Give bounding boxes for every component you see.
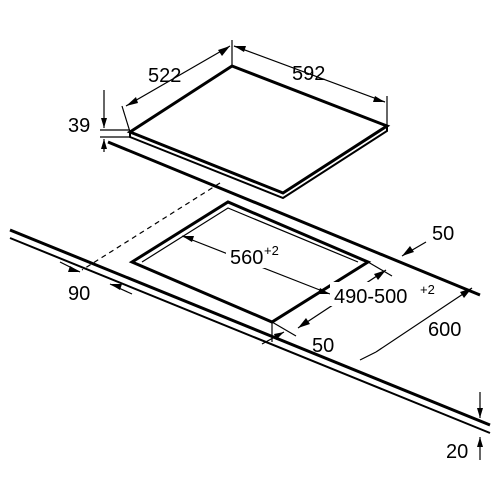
arrowhead — [373, 96, 385, 102]
worktop-front-bottom-edge — [9, 237, 491, 434]
front-edge-distance-label: 90 — [68, 283, 90, 305]
cutout-depth-tolerance: +2 — [420, 282, 435, 297]
arrowhead — [318, 288, 330, 294]
worktop-front-top-edge — [9, 228, 491, 427]
cutout-width-label: 560 — [230, 247, 263, 269]
hob-depth-label: 522 — [148, 65, 181, 87]
dim-cutout-width: 560 +2 — [181, 235, 331, 295]
arrowhead — [110, 284, 122, 290]
dim-worktop-depth: 600 — [359, 287, 473, 361]
dim-cutout-depth: 490-500 +2 — [271, 261, 442, 337]
hob-front-edge — [129, 136, 284, 199]
arrowhead — [477, 437, 483, 447]
arrowhead — [274, 332, 284, 340]
front-clearance-label: 50 — [312, 335, 334, 357]
projection-line — [81, 182, 221, 271]
arrowhead — [101, 139, 107, 149]
label-background — [330, 282, 442, 306]
worktop-back-edge — [107, 140, 481, 297]
rear-clearance-label: 50 — [432, 223, 454, 245]
arrowhead — [460, 288, 472, 298]
dim-hob-width: 592 — [233, 45, 388, 126]
cutout-inner-edge — [141, 207, 359, 263]
dimension-line — [375, 287, 473, 353]
arrowhead — [402, 246, 414, 256]
dim-front-edge-distance: 90 — [59, 261, 133, 305]
dim-hob-height: 39 — [68, 90, 130, 152]
extension-line — [367, 261, 393, 277]
dimension-line — [233, 45, 386, 103]
dim-front-clearance: 50 — [261, 322, 334, 357]
arrowhead — [182, 236, 194, 242]
dim-hob-depth: 522 — [121, 40, 233, 133]
extension-line — [271, 321, 297, 337]
hob-width-label: 592 — [292, 63, 325, 85]
dimension-line — [125, 45, 231, 107]
dimension-line — [359, 351, 377, 361]
label-background — [226, 242, 296, 268]
extension-line — [121, 105, 131, 133]
worktop — [9, 140, 491, 434]
cutout-depth-label: 490-500 — [334, 286, 407, 308]
arrowhead — [298, 318, 310, 328]
hob-height-label: 39 — [68, 115, 90, 137]
dim-rear-clearance: 50 — [401, 223, 454, 257]
worktop-thickness-label: 20 — [446, 441, 468, 463]
dim-worktop-thickness: 20 — [446, 392, 483, 463]
arrowhead — [477, 408, 483, 418]
arrowhead — [218, 46, 230, 56]
arrowhead — [101, 118, 107, 128]
hob-body-edge — [129, 126, 388, 200]
arrowhead — [234, 46, 246, 52]
cutout-width-tolerance: +2 — [264, 243, 279, 258]
worktop-depth-label: 600 — [428, 319, 461, 341]
arrowhead — [374, 270, 386, 280]
arrowhead — [68, 266, 80, 272]
arrowhead — [126, 97, 138, 106]
